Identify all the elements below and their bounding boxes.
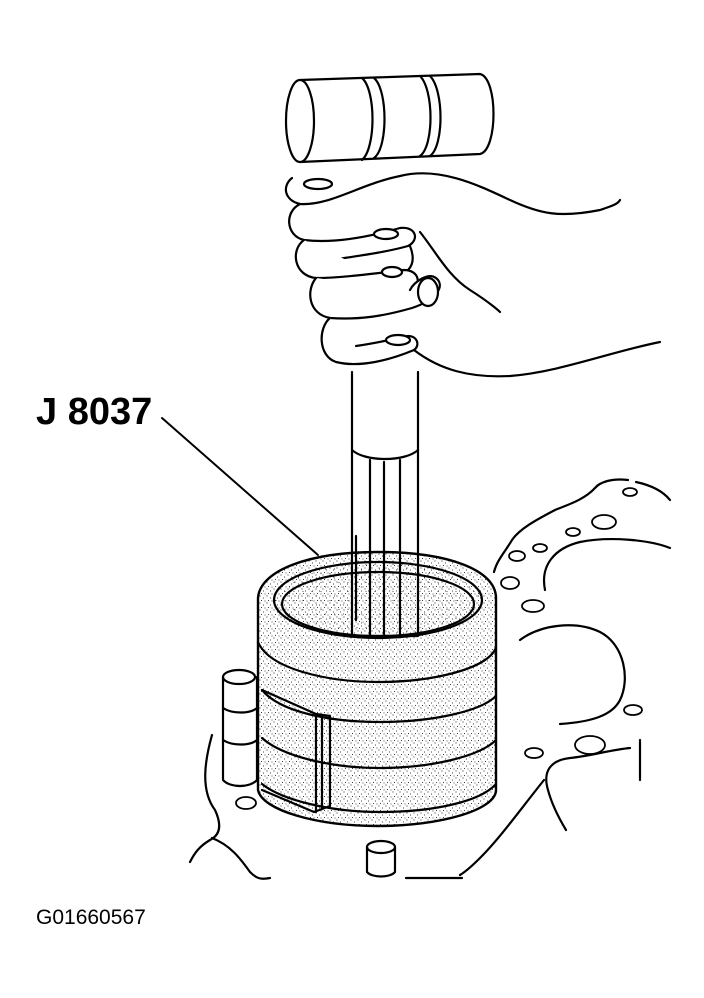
leader-line <box>161 417 319 556</box>
engine-block-surface <box>188 478 672 880</box>
hammer-handle <box>350 370 420 638</box>
locating-stud <box>221 668 259 788</box>
tool-label: J 8037 <box>36 391 152 433</box>
ring-compressor-tool <box>256 550 498 828</box>
figure-id: G01660567 <box>36 906 146 929</box>
bolt-holes <box>235 487 643 810</box>
hammer-head <box>284 72 495 164</box>
hand <box>284 172 662 378</box>
dowel-pin <box>365 839 397 878</box>
